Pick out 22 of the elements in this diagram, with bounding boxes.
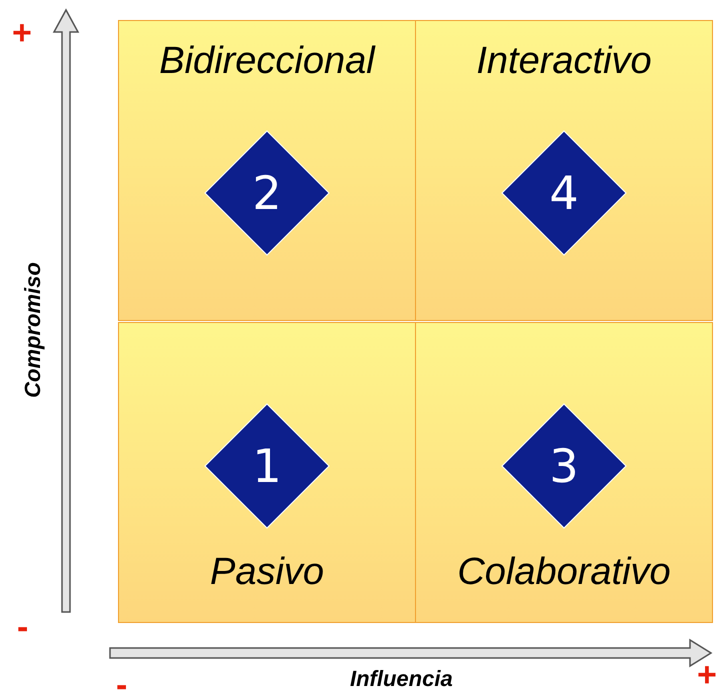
quadrant-number: 2 [252,168,282,218]
axis-title: Compromiso [22,262,44,398]
axis-min-sign: - [116,668,128,693]
quadrant-number: 1 [252,441,282,491]
quadrant-number: 3 [549,441,579,491]
quadrant-number: 4 [549,168,579,218]
diamond-marker [501,403,627,529]
quadrant-panel [415,20,713,321]
quadrant-title: Colaborativo [457,550,671,594]
quadrant-panel [118,322,416,623]
axis-max-sign: + [697,658,717,692]
diamond-marker [501,130,627,256]
diamond-marker [204,403,330,529]
diamond-marker [204,130,330,256]
quadrant-title: Pasivo [210,550,324,594]
axis-min-sign: - [17,610,28,644]
quadrant-title: Bidireccional [159,39,375,83]
axis-max-sign: + [12,16,32,50]
axis-title: Influencia [350,668,453,690]
quadrant-title: Interactivo [476,39,652,83]
quadrant-panel [415,322,713,623]
quadrant-panel [118,20,416,321]
